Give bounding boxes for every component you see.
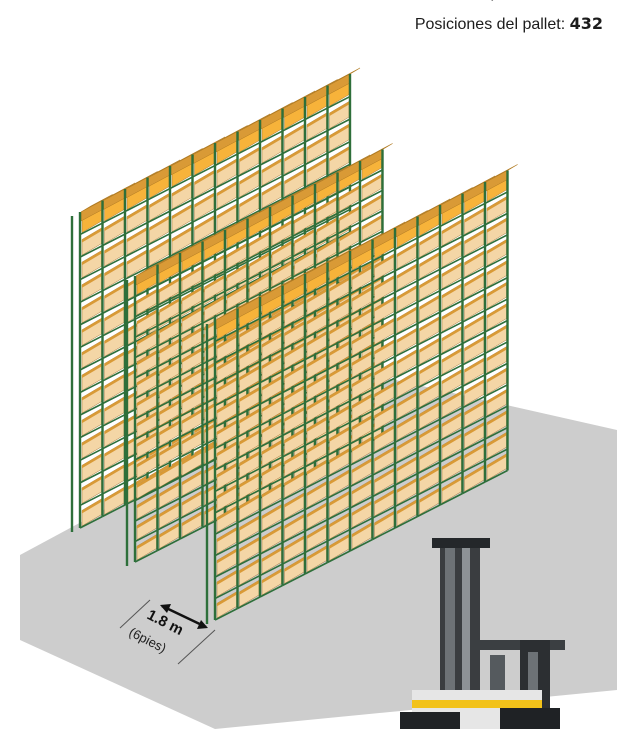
header-partial-text: · [490,0,495,9]
pallet-positions-label: Posiciones del pallet: [415,16,565,33]
pallet-positions-count: 432 [570,14,603,33]
pallet-positions-caption: Posiciones del pallet: 432 [415,14,603,34]
